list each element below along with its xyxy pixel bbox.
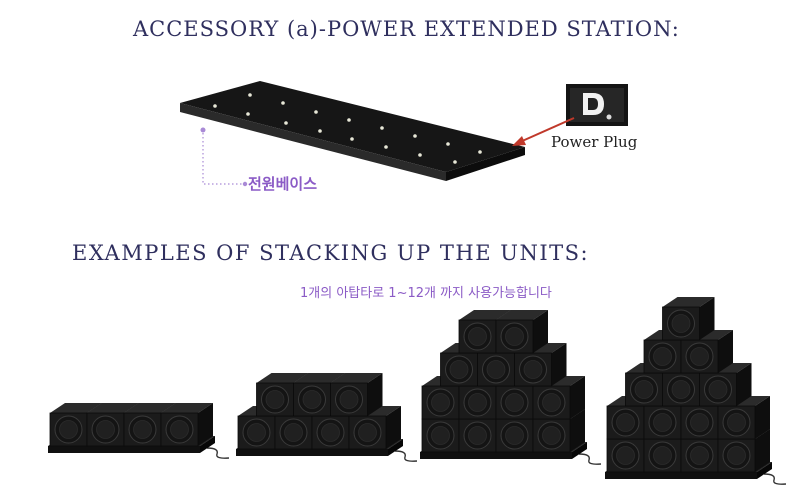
base-leader-line bbox=[200, 127, 248, 187]
power-base-label: 전원베이스 bbox=[248, 175, 318, 193]
power-plug-icon bbox=[566, 84, 628, 126]
power-base-plate bbox=[180, 81, 525, 181]
speaker-unit bbox=[699, 363, 752, 407]
speaker-stack bbox=[236, 373, 418, 462]
speaker-unit bbox=[160, 403, 213, 447]
speaker-unit bbox=[680, 330, 733, 374]
plug-arrow bbox=[512, 117, 575, 146]
speaker-unit bbox=[662, 297, 715, 341]
speaker-stack bbox=[605, 297, 787, 485]
speaker-stack bbox=[48, 403, 230, 459]
speaker-unit bbox=[330, 373, 383, 417]
speaker-unit bbox=[495, 310, 548, 354]
stacking-heading: EXAMPLES OF STACKING UP THE UNITS: bbox=[72, 241, 590, 265]
accessory-heading: ACCESSORY (a)-POWER EXTENDED STATION: bbox=[133, 17, 680, 41]
stacking-note: 1개의 아탑타로 1~12개 까지 사용가능합니다 bbox=[300, 286, 552, 301]
power-plug-label: Power Plug bbox=[551, 133, 638, 151]
speaker-stack bbox=[420, 310, 602, 465]
stacking-examples bbox=[48, 297, 787, 485]
